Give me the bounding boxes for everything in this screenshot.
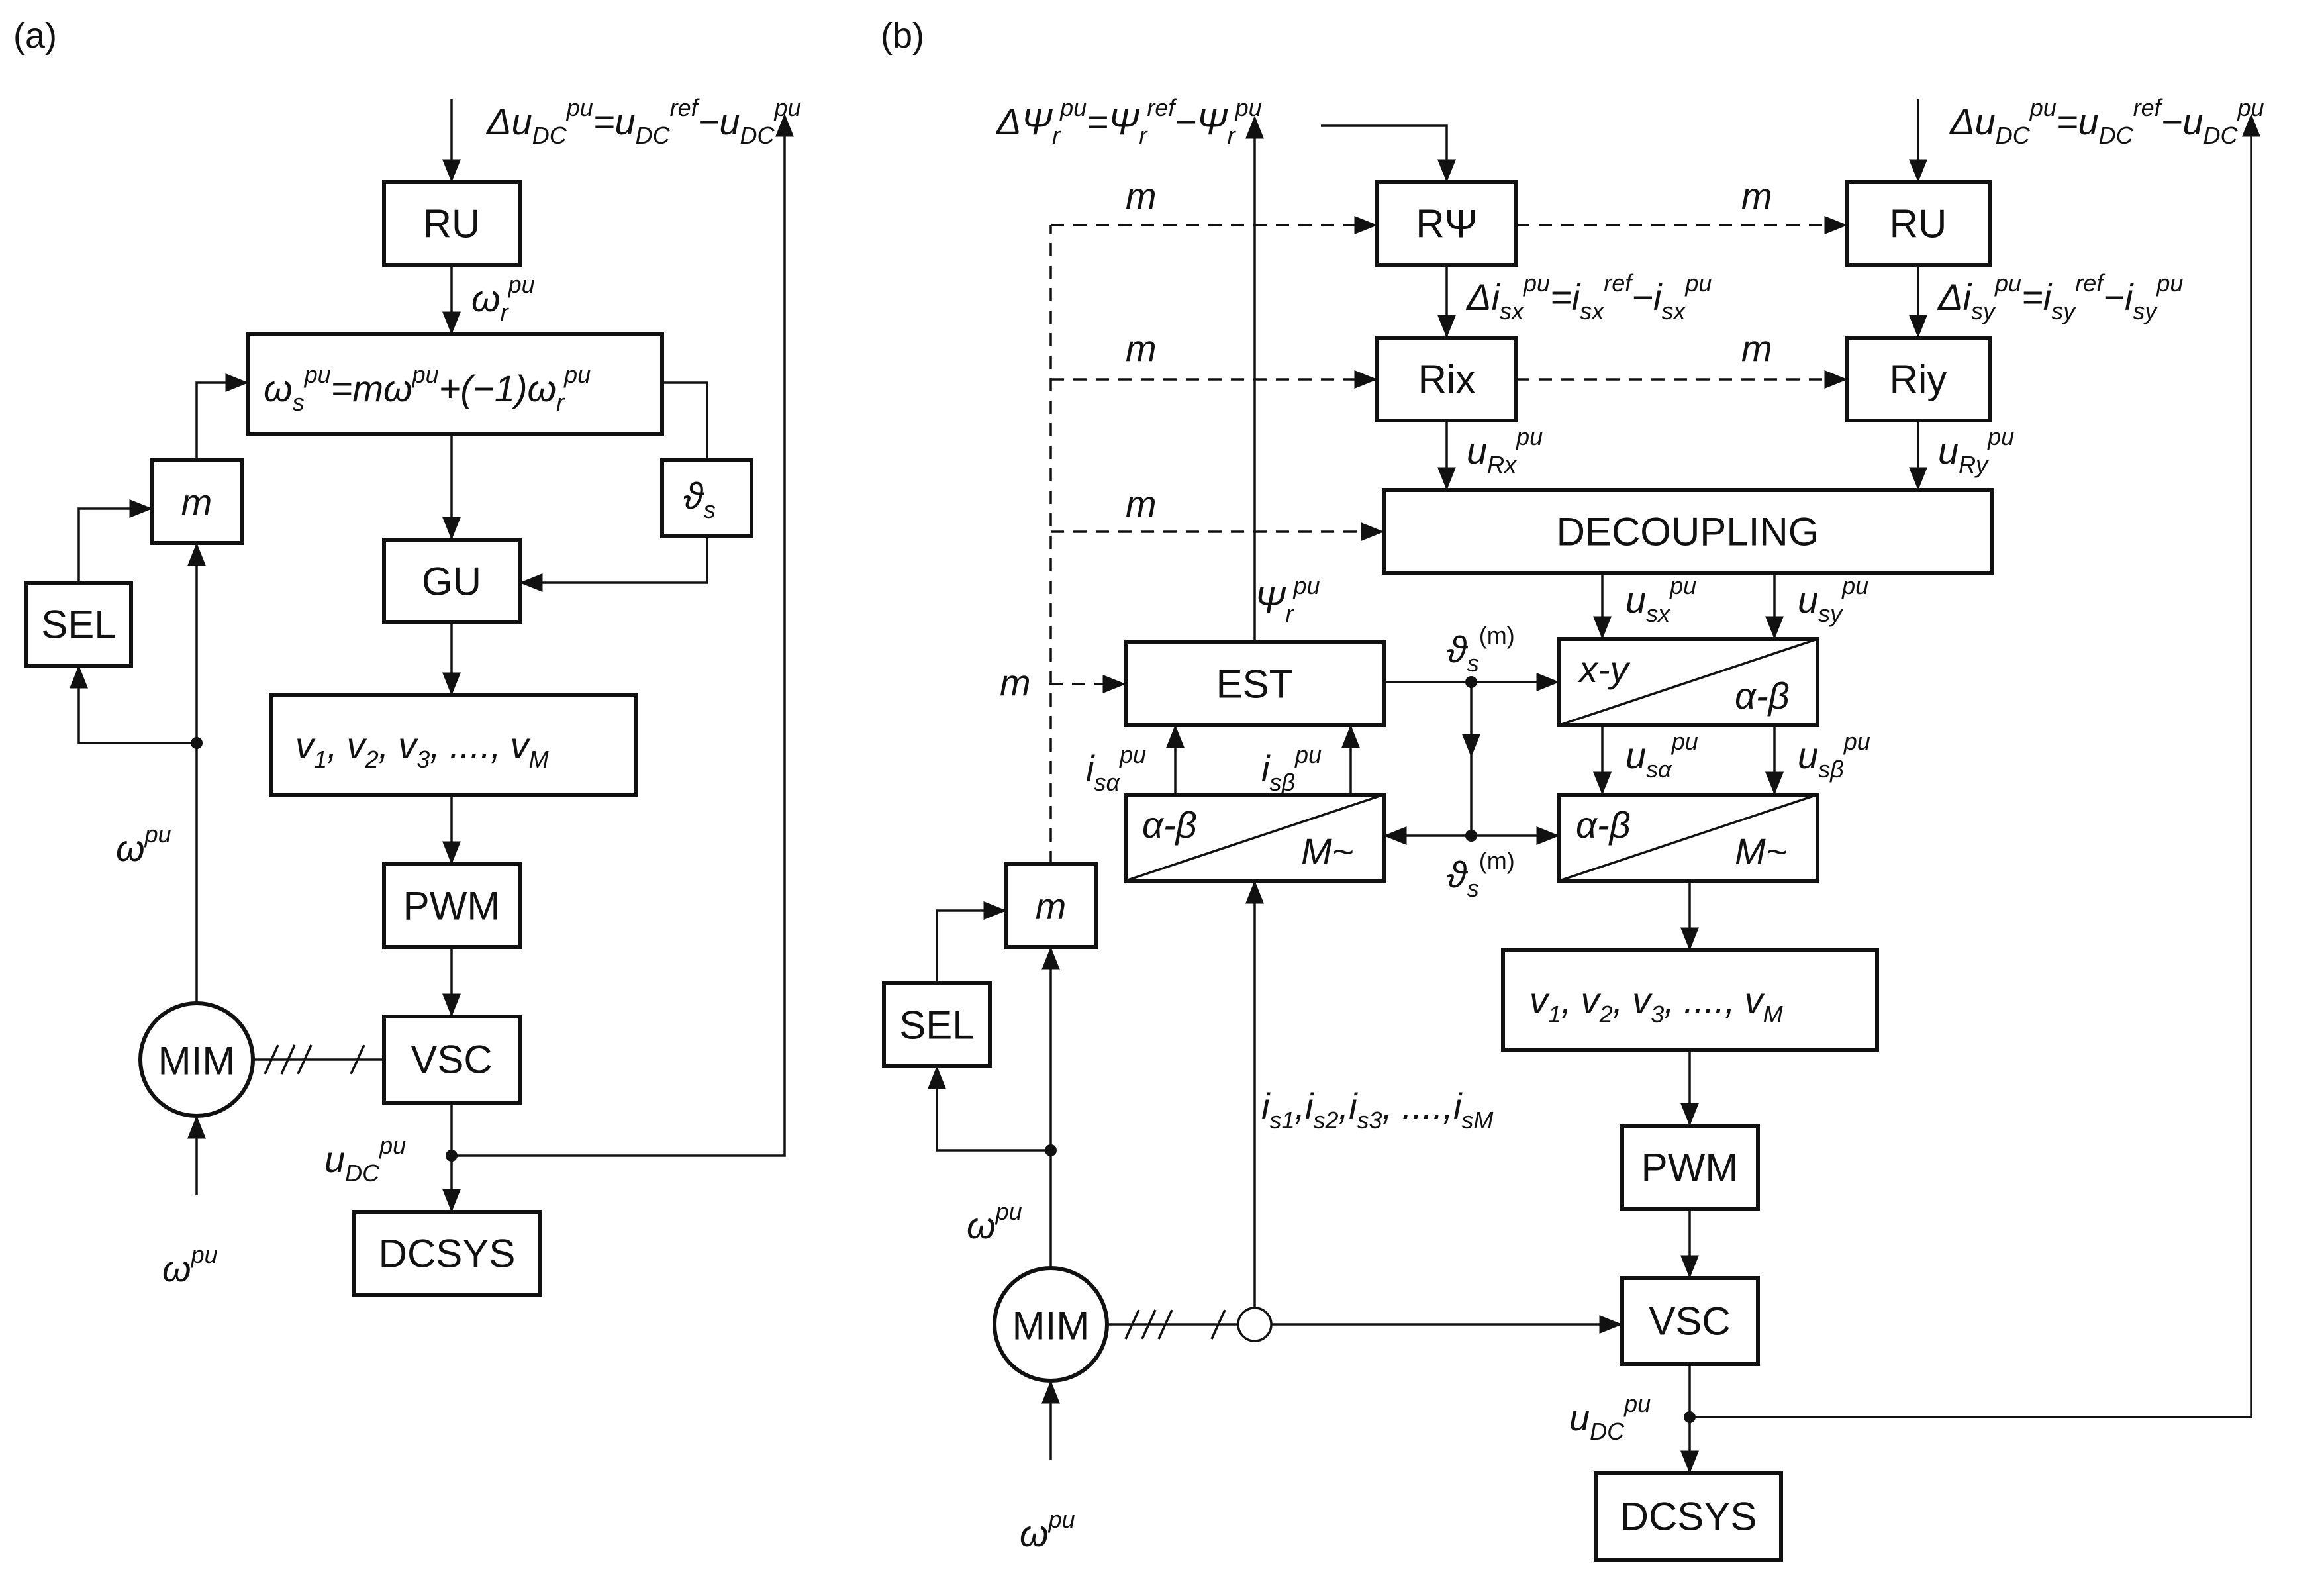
connections-a xyxy=(70,99,794,1213)
dcsys-block-a: DCSYS xyxy=(352,1210,542,1297)
isalpha-label: isαpu xyxy=(1086,741,1146,796)
omega-input-label-b: ωpu xyxy=(1020,1506,1075,1554)
panel-label-b: (b) xyxy=(881,16,924,56)
omega-r-label-a: ωrpu xyxy=(471,271,535,326)
pwm-block-b: PWM xyxy=(1620,1124,1760,1211)
svg-text:RU: RU xyxy=(1890,202,1947,246)
udc-label-b: uDCpu xyxy=(1569,1390,1651,1445)
svg-text:Riy: Riy xyxy=(1890,358,1947,402)
est-block: EST xyxy=(1124,640,1386,727)
riy-block: Riy xyxy=(1845,336,1992,422)
sel-block-b: SEL xyxy=(882,981,992,1068)
m-label-riy: m xyxy=(1741,327,1772,369)
svg-text:SEL: SEL xyxy=(41,603,116,647)
decoupling-block: DECOUPLING xyxy=(1382,488,1994,575)
rix-block: Rix xyxy=(1375,336,1518,422)
slip-formula: ωspu=mωpu+(−1)ωrpu xyxy=(264,361,591,416)
vector-block-b: v1,v2,v3,....,vM xyxy=(1501,948,1879,1052)
svg-text:RU: RU xyxy=(423,202,481,246)
svg-text:PWM: PWM xyxy=(403,884,501,928)
xy-to-ab-block: x-y α-β xyxy=(1557,637,1819,727)
svg-text:x-y: x-y xyxy=(1577,648,1631,690)
svg-text:MIM: MIM xyxy=(158,1039,236,1083)
svg-text:DCSYS: DCSYS xyxy=(379,1232,516,1276)
dcsys-block-b: DCSYS xyxy=(1594,1471,1783,1562)
svg-text:DCSYS: DCSYS xyxy=(1620,1495,1757,1539)
pwm-block-a: PWM xyxy=(382,862,522,949)
ru-block-a: RU xyxy=(382,180,522,267)
m-label-rpsi: m xyxy=(1126,175,1157,217)
theta-m-label-top: ϑs(m) xyxy=(1447,622,1515,677)
ab-to-m-block-est: α-β M~ xyxy=(1124,793,1386,883)
panel-label-a: (a) xyxy=(13,16,57,56)
m-label-est: m xyxy=(1000,662,1031,703)
omega-input-label-a: ωpu xyxy=(162,1241,218,1289)
ab-to-m-block-vsc: α-β M~ xyxy=(1557,793,1819,883)
connections-b xyxy=(928,99,2260,1474)
flux-error-label: ΔΨrpu=Ψrref−Ψrpu xyxy=(995,94,1262,149)
psi-r-label: Ψrpu xyxy=(1255,572,1320,627)
ru-block-b: RU xyxy=(1845,180,1992,267)
svg-text:RΨ: RΨ xyxy=(1416,202,1477,246)
gu-block-a: GU xyxy=(382,538,522,624)
vector-text-b: v1,v2,v3,....,vM xyxy=(1529,979,1783,1028)
sel-block-a: SEL xyxy=(24,581,133,668)
vsc-block-b: VSC xyxy=(1620,1276,1760,1366)
ury-label: uRypu xyxy=(1938,423,2014,478)
svg-text:EST: EST xyxy=(1216,662,1294,707)
svg-text:VSC: VSC xyxy=(1649,1299,1730,1344)
dc-error-label-a: ΔuDCpu=uDCref−uDCpu xyxy=(485,94,801,149)
m-label-rix: m xyxy=(1126,327,1157,369)
m-block-a: m xyxy=(150,458,244,545)
theta-block-a: ϑs xyxy=(660,458,753,538)
svg-text:m: m xyxy=(1036,885,1067,927)
svg-text:α-β: α-β xyxy=(1735,675,1790,717)
usx-label: usxpu xyxy=(1625,572,1696,627)
urx-label: uRxpu xyxy=(1467,423,1543,478)
udc-label-a: uDCpu xyxy=(324,1132,406,1187)
m-label-ru: m xyxy=(1741,175,1772,217)
usy-label: usypu xyxy=(1798,572,1868,627)
vector-block-a: v1,v2,v3,....,vM xyxy=(269,693,638,797)
mim-motor-a: MIM xyxy=(138,1001,255,1118)
svg-text:ϑs: ϑs xyxy=(683,475,716,523)
omega-label-b: ωpu xyxy=(967,1198,1022,1246)
svg-text:DECOUPLING: DECOUPLING xyxy=(1557,510,1819,554)
svg-text:α-β: α-β xyxy=(1142,804,1197,846)
isy-error-label: Δisypu=isyref−isypu xyxy=(1937,270,2183,324)
phase-currents-label: is1,is2,is3,....,isM xyxy=(1261,1085,1493,1134)
svg-text:SEL: SEL xyxy=(899,1003,974,1048)
svg-text:M~: M~ xyxy=(1301,830,1353,872)
omega-label-a: ωpu xyxy=(116,820,171,869)
isx-error-label: Δisxpu=isxref−isxpu xyxy=(1465,270,1712,324)
theta-m-label-bottom: ϑs(m) xyxy=(1447,847,1515,902)
svg-text:M~: M~ xyxy=(1735,830,1787,872)
usalpha-label: usαpu xyxy=(1625,728,1698,783)
m-label-decoupling: m xyxy=(1126,483,1157,524)
svg-text:α-β: α-β xyxy=(1576,804,1631,846)
dc-error-label-b: ΔuDCpu=uDCref−uDCpu xyxy=(1949,94,2264,149)
mim-motor-b: MIM xyxy=(993,1266,1109,1383)
rpsi-block: RΨ xyxy=(1375,180,1518,267)
svg-text:GU: GU xyxy=(422,560,481,604)
isbeta-label: isβpu xyxy=(1261,741,1322,796)
svg-text:PWM: PWM xyxy=(1641,1146,1739,1190)
svg-text:MIM: MIM xyxy=(1012,1304,1090,1348)
vsc-block-a: VSC xyxy=(382,1015,522,1105)
svg-text:m: m xyxy=(181,481,213,523)
usbeta-label: usβpu xyxy=(1798,728,1870,783)
vector-text-a: v1,v2,v3,....,vM xyxy=(295,724,549,773)
m-block-b: m xyxy=(1004,862,1098,949)
slip-formula-block: ωspu=mωpu+(−1)ωrpu xyxy=(246,332,664,436)
svg-text:Rix: Rix xyxy=(1418,358,1476,402)
svg-text:VSC: VSC xyxy=(411,1038,492,1082)
